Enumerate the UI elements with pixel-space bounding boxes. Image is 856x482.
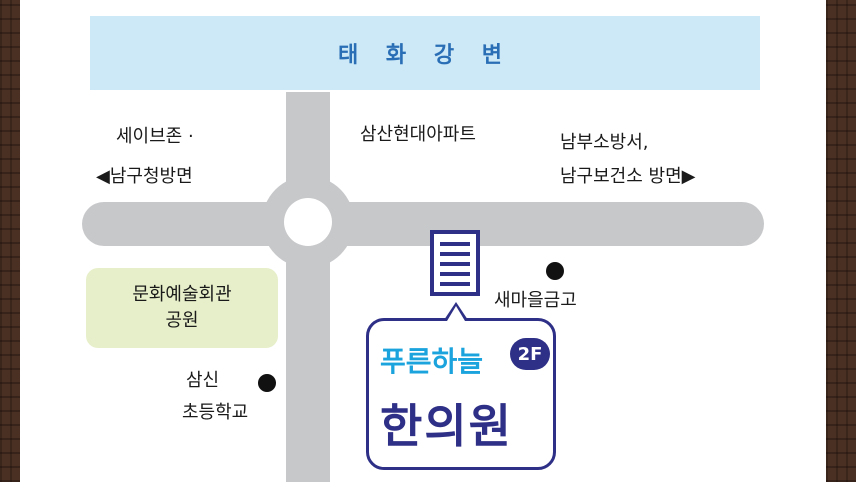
left-direction-label-line2: ◀남구청방면 bbox=[96, 166, 193, 187]
park-box: 문화예술회관 공원 bbox=[86, 268, 278, 348]
vertical-road bbox=[286, 92, 330, 482]
floor-badge: 2F bbox=[510, 338, 550, 370]
left-frame-border bbox=[0, 0, 20, 482]
credit-union-label: 새마을금고 bbox=[494, 290, 577, 311]
roundabout-center bbox=[284, 198, 332, 246]
clinic-name: 한의원 bbox=[380, 399, 513, 453]
clinic-sky-text: 푸른하늘 bbox=[380, 345, 484, 378]
river-label: 태 화 강 변 bbox=[338, 43, 512, 68]
park-label-line1: 문화예술회관 bbox=[132, 284, 232, 305]
right-frame-border bbox=[826, 0, 856, 482]
park-label-line2: 공원 bbox=[165, 310, 199, 331]
apartment-label: 삼산현대아파트 bbox=[360, 124, 476, 145]
river-band: 태 화 강 변 bbox=[90, 16, 760, 90]
credit-union-marker-icon bbox=[546, 262, 564, 280]
school-label-line2: 초등학교 bbox=[182, 402, 249, 423]
building-icon bbox=[430, 230, 480, 296]
left-direction-label-line1: 세이브존 · bbox=[116, 126, 194, 147]
right-direction-label-line2: 남구보건소 방면▶ bbox=[560, 166, 696, 187]
right-direction-label-line1: 남부소방서, bbox=[560, 132, 649, 153]
school-label-line1: 삼신 bbox=[186, 370, 220, 391]
callout-pointer-inner bbox=[447, 306, 465, 321]
horizontal-road bbox=[82, 202, 764, 246]
school-marker-icon bbox=[258, 374, 276, 392]
